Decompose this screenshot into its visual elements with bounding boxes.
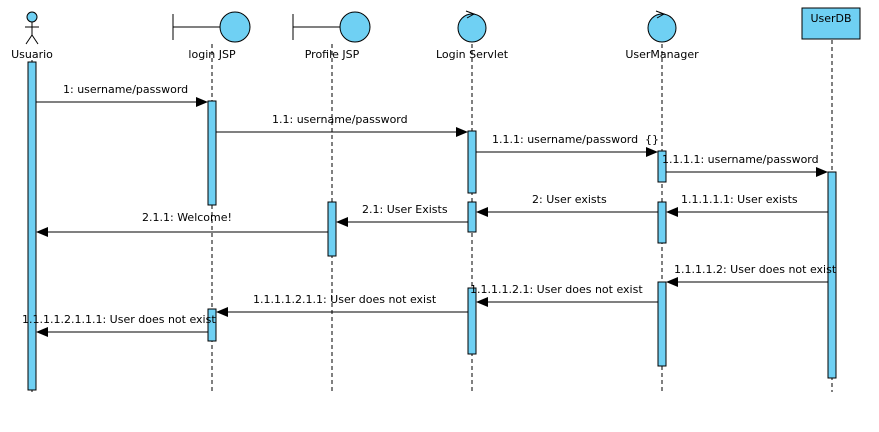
activation-user-db xyxy=(827,171,837,379)
control-icon xyxy=(457,10,487,43)
arrowhead-icon xyxy=(336,217,348,227)
participant-label: login JSP xyxy=(188,48,236,61)
arrowhead-icon xyxy=(476,207,488,217)
activation-login-servlet-3 xyxy=(467,287,477,355)
activation-login-servlet-1 xyxy=(467,130,477,194)
arrowhead-icon xyxy=(216,307,228,317)
activation-login-jsp-1 xyxy=(207,100,217,206)
participant-profile-jsp[interactable]: Profile JSP xyxy=(292,11,371,61)
participant-login-jsp[interactable]: login JSP xyxy=(172,11,251,61)
participant-login-servlet[interactable]: Login Servlet xyxy=(436,10,509,61)
arrowhead-icon xyxy=(36,327,48,337)
actor-icon xyxy=(25,11,39,45)
message-11[interactable]: 1.1.1.1.2.1.1: User does not exist xyxy=(216,293,468,317)
control-icon xyxy=(647,10,677,43)
message-6[interactable]: 2: User exists xyxy=(476,193,658,217)
activation-login-servlet-2 xyxy=(467,201,477,233)
message-label: 1.1: username/password xyxy=(272,113,408,126)
participant-label: UserDB xyxy=(810,12,851,25)
participant-label: Login Servlet xyxy=(436,48,509,61)
participant-label: Usuario xyxy=(11,48,53,61)
message-label: 2.1: User Exists xyxy=(362,203,448,216)
message-10[interactable]: 1.1.1.1.2.1: User does not exist xyxy=(470,283,658,307)
message-label: 1.1.1.1.2.1.1: User does not exist xyxy=(253,293,437,306)
activation-profile-jsp xyxy=(327,201,337,257)
message-4[interactable]: 1.1.1.1: username/password xyxy=(662,153,828,177)
message-label: 2: User exists xyxy=(532,193,607,206)
arrowhead-icon xyxy=(816,167,828,177)
message-label: 1: username/password xyxy=(63,83,188,96)
arrowhead-icon xyxy=(646,147,658,157)
boundary-icon xyxy=(292,11,371,43)
entity-box xyxy=(801,7,861,40)
message-label: 1.1.1: username/password xyxy=(492,133,638,146)
activation-user-manager-1 xyxy=(657,150,667,183)
message-label: 1.1.1.1.2.1.1.1: User does not exist xyxy=(22,313,216,326)
participant-label: Profile JSP xyxy=(305,48,360,61)
message-label: 2.1.1: Welcome! xyxy=(142,211,232,224)
message-5[interactable]: 1.1.1.1.1: User exists xyxy=(666,193,828,217)
message-label: 1.1.1.1.1: User exists xyxy=(681,193,798,206)
message-label: 1.1.1.1.2: User does not exist xyxy=(674,263,837,276)
activation-user-manager-3 xyxy=(657,281,667,367)
message-label: 1.1.1.1.2.1: User does not exist xyxy=(470,283,643,296)
activation-usuario xyxy=(27,61,37,391)
activation-login-jsp-2 xyxy=(207,308,217,342)
arrowhead-icon xyxy=(196,97,208,107)
message-2[interactable]: 1.1: username/password xyxy=(216,113,468,137)
message-1[interactable]: 1: username/password xyxy=(36,83,208,107)
activation-user-manager-2 xyxy=(657,201,667,244)
message-8[interactable]: 2.1.1: Welcome! xyxy=(36,211,328,237)
participant-user-manager[interactable]: UserManager xyxy=(625,10,699,61)
participant-label: UserManager xyxy=(625,48,699,61)
guard-label: {} xyxy=(645,133,659,146)
message-label: 1.1.1.1: username/password xyxy=(662,153,819,166)
message-12[interactable]: 1.1.1.1.2.1.1.1: User does not exist xyxy=(22,313,216,337)
boundary-icon xyxy=(172,11,251,43)
message-9[interactable]: 1.1.1.1.2: User does not exist xyxy=(666,263,837,287)
participant-user-db[interactable]: UserDB xyxy=(801,7,861,40)
arrowhead-icon xyxy=(36,227,48,237)
participant-usuario[interactable]: Usuario xyxy=(11,11,53,61)
arrowhead-icon xyxy=(476,297,488,307)
message-3[interactable]: 1.1.1: username/password {} xyxy=(476,133,659,157)
message-7[interactable]: 2.1: User Exists xyxy=(336,203,468,227)
arrowhead-icon xyxy=(456,127,468,137)
arrowhead-icon xyxy=(666,277,678,287)
arrowhead-icon xyxy=(666,207,678,217)
